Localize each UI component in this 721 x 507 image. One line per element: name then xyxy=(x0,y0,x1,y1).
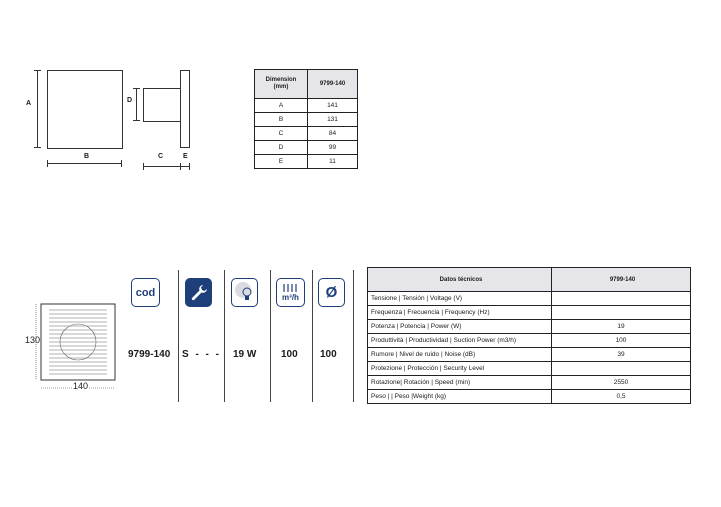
dim-header-label: Dimension (mm) xyxy=(254,69,308,99)
dim-line-d xyxy=(136,88,137,120)
table-row: Tensione | Tensión | Voltage (V) xyxy=(367,291,691,306)
column-divider xyxy=(353,270,354,402)
tech-value: 19 xyxy=(551,319,691,334)
tech-value xyxy=(551,305,691,320)
dim-line-c xyxy=(143,166,180,167)
airflow-icon-label: m³/h xyxy=(282,293,299,302)
column-divider xyxy=(178,270,179,402)
column-divider xyxy=(312,270,313,402)
tech-key: Rumore | Nivel de ruido | Noise (dB) xyxy=(367,347,552,362)
table-row: Rumore | Nivel de ruido | Noise (dB)39 xyxy=(367,347,691,362)
dim-value: 99 xyxy=(307,140,358,155)
tech-header-label: Datos técnicos xyxy=(367,267,552,292)
label-d: D xyxy=(127,97,133,104)
dim-value: 141 xyxy=(307,98,358,113)
tech-key: Tensione | Tensión | Voltage (V) xyxy=(367,291,552,306)
table-row: Frequenza | Frecuencia | Frequency (Hz) xyxy=(367,305,691,320)
side-view-body xyxy=(143,88,181,122)
tech-value xyxy=(551,291,691,306)
tech-key: Rotazione| Rotación | Speed (min) xyxy=(367,375,552,390)
diameter-icon: Ø xyxy=(318,278,345,307)
tech-value: 100 xyxy=(551,333,691,348)
label-a: A xyxy=(26,100,32,107)
column-divider xyxy=(270,270,271,402)
label-e: E xyxy=(183,153,188,160)
column-divider xyxy=(224,270,225,402)
product-airflow: 100 xyxy=(281,349,298,360)
tech-header-model: 9799-140 xyxy=(551,267,691,292)
dim-value: 84 xyxy=(307,126,358,141)
dim-key: E xyxy=(254,154,308,169)
product-code: 9799-140 xyxy=(128,349,171,360)
code-icon: cod xyxy=(131,278,160,307)
table-row: Rotazione| Rotación | Speed (min)2550 xyxy=(367,375,691,390)
tech-key: Protezione | Protección | Security Level xyxy=(367,361,552,376)
tech-value: 39 xyxy=(551,347,691,362)
side-view-plate xyxy=(180,70,190,148)
dim-key: A xyxy=(254,98,308,113)
label-c: C xyxy=(158,153,164,160)
dim-header-model: 9799-140 xyxy=(307,69,358,99)
dim-value: 11 xyxy=(307,154,358,169)
table-row: Peso | | Peso |Weight (kg)0,5 xyxy=(367,389,691,404)
bulb-icon xyxy=(231,278,258,307)
tech-key: Potenza | Potencia | Power (W) xyxy=(367,319,552,334)
table-row: Produttività | Productividad | Suction P… xyxy=(367,333,691,348)
wrench-icon xyxy=(185,278,212,307)
tech-key: Produttività | Productividad | Suction P… xyxy=(367,333,552,348)
airflow-icon: m³/h xyxy=(276,278,305,307)
product-diameter: 100 xyxy=(320,349,337,360)
tech-value: 2550 xyxy=(551,375,691,390)
tech-key: Peso | | Peso |Weight (kg) xyxy=(367,389,552,404)
dim-key: D xyxy=(254,140,308,155)
dim-key: C xyxy=(254,126,308,141)
tech-value xyxy=(551,361,691,376)
dim-line-a xyxy=(37,70,38,147)
product-spec: S - - - xyxy=(182,349,221,360)
grille-illustration xyxy=(35,303,116,389)
code-icon-label: cod xyxy=(135,286,156,299)
tech-value: 0,5 xyxy=(551,389,691,404)
technical-data-table: Datos técnicos 9799-140 Tensione | Tensi… xyxy=(367,267,691,404)
width-label: 140 xyxy=(72,381,90,391)
dim-line-e xyxy=(180,166,189,167)
dim-value: 131 xyxy=(307,112,358,127)
height-label: 130 xyxy=(25,335,41,345)
tech-key: Frequenza | Frecuencia | Frequency (Hz) xyxy=(367,305,552,320)
table-row: Protezione | Protección | Security Level xyxy=(367,361,691,376)
diameter-icon-label: Ø xyxy=(325,284,338,301)
dim-line-b xyxy=(47,163,121,164)
label-b: B xyxy=(84,153,90,160)
product-power: 19 W xyxy=(233,349,257,360)
table-row: Potenza | Potencia | Power (W)19 xyxy=(367,319,691,334)
dim-key: B xyxy=(254,112,308,127)
front-view-outline xyxy=(47,70,123,149)
